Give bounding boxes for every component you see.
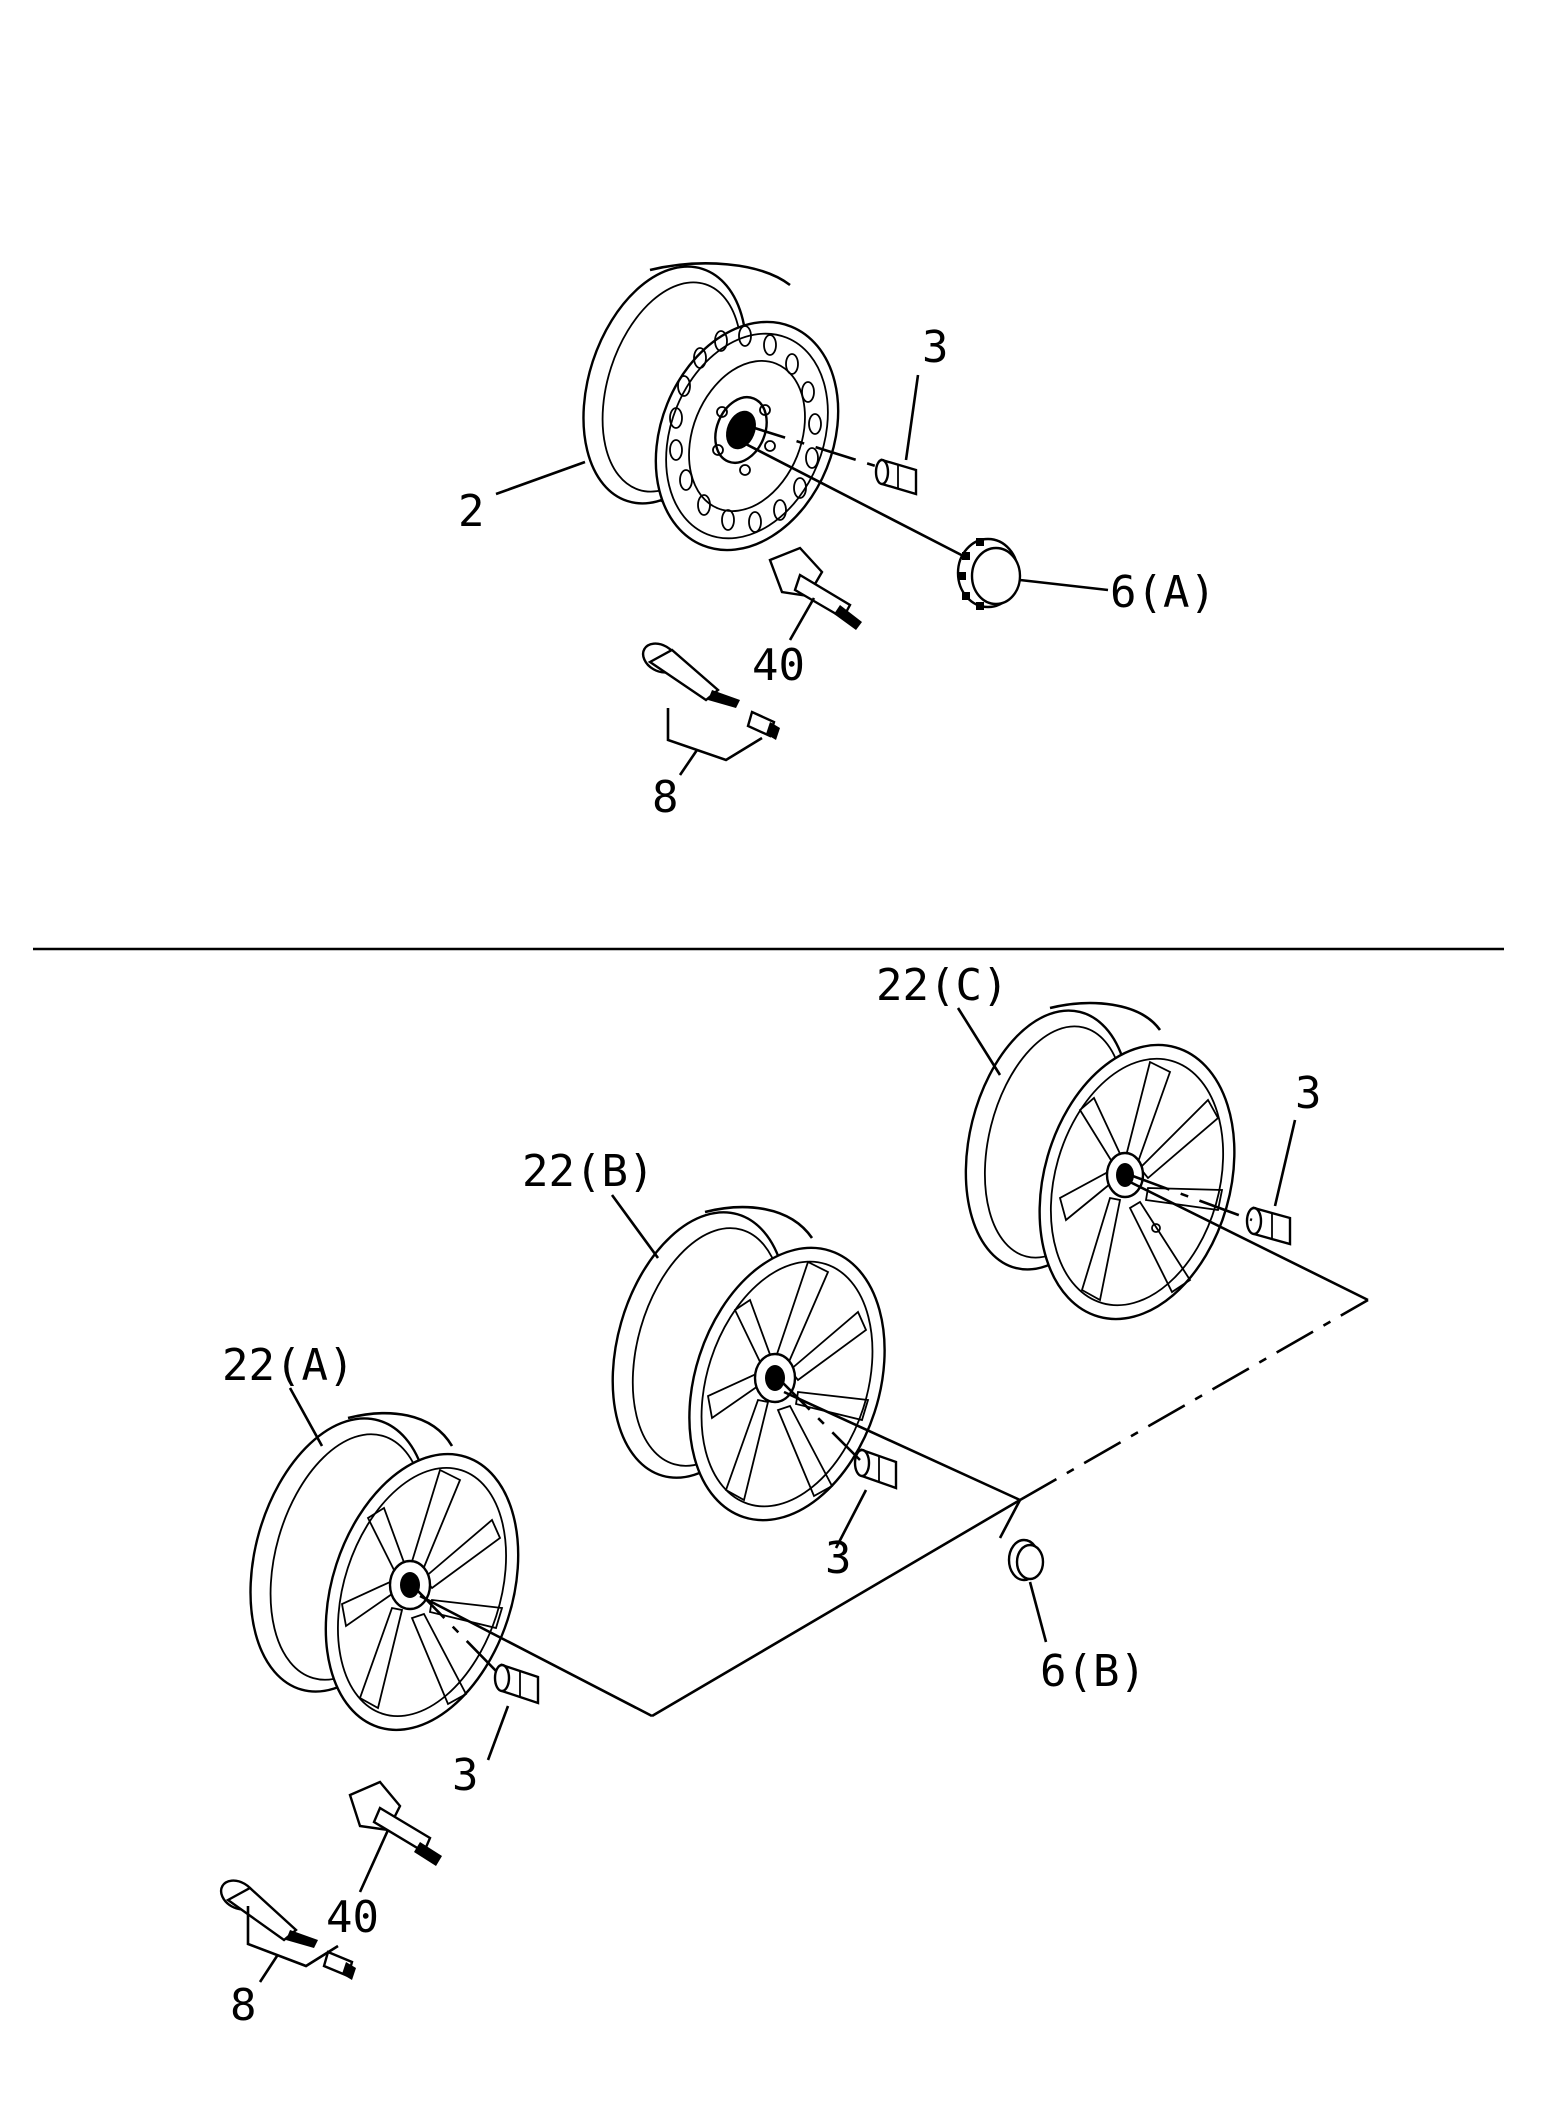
callout-nut-b: 3	[825, 1533, 852, 1584]
alloy-wheel-a[interactable]	[221, 1397, 552, 1755]
alloy-wheel-b[interactable]	[584, 1192, 918, 1546]
callout-valve: 8	[652, 772, 679, 823]
center-cap-a[interactable]	[956, 537, 1022, 610]
lug-nut[interactable]	[874, 458, 918, 496]
lug-nut-b[interactable]	[853, 1448, 898, 1490]
callout-alloy-wheel-b: 22(B)	[522, 1146, 654, 1197]
valve-stem-lower[interactable]	[216, 1875, 356, 1980]
tpms-sensor-lower[interactable]	[348, 1780, 442, 1866]
steel-wheel[interactable]	[555, 245, 871, 577]
upper-section: 2 3 6(A) 40 8	[458, 245, 1216, 823]
callout-tpms-sensor: 40	[752, 640, 805, 691]
center-cap-b[interactable]	[1007, 1538, 1045, 1582]
callout-tpms-sensor-lower: 40	[326, 1892, 379, 1943]
callout-nut-a: 3	[452, 1750, 479, 1801]
callout-alloy-wheel-a: 22(A)	[222, 1340, 354, 1391]
callout-nut-c: 3	[1295, 1068, 1322, 1119]
callout-alloy-wheel-c: 22(C)	[876, 960, 1008, 1011]
lug-nut-c[interactable]	[1245, 1206, 1292, 1246]
tpms-sensor[interactable]	[768, 546, 862, 630]
callout-nut: 3	[922, 322, 949, 373]
alloy-wheel-c[interactable]	[940, 993, 1265, 1342]
lug-nut-a[interactable]	[493, 1663, 540, 1705]
callout-valve-lower: 8	[230, 1980, 257, 2031]
callout-steel-wheel: 2	[458, 486, 485, 537]
callout-center-cap-a: 6(A)	[1110, 567, 1216, 618]
callout-center-cap-b: 6(B)	[1040, 1646, 1146, 1697]
valve-stem[interactable]	[638, 638, 780, 740]
lower-section: 22(C) 3 22(B) 3 22(A) 6(B) 3 40 8	[216, 960, 1369, 2031]
